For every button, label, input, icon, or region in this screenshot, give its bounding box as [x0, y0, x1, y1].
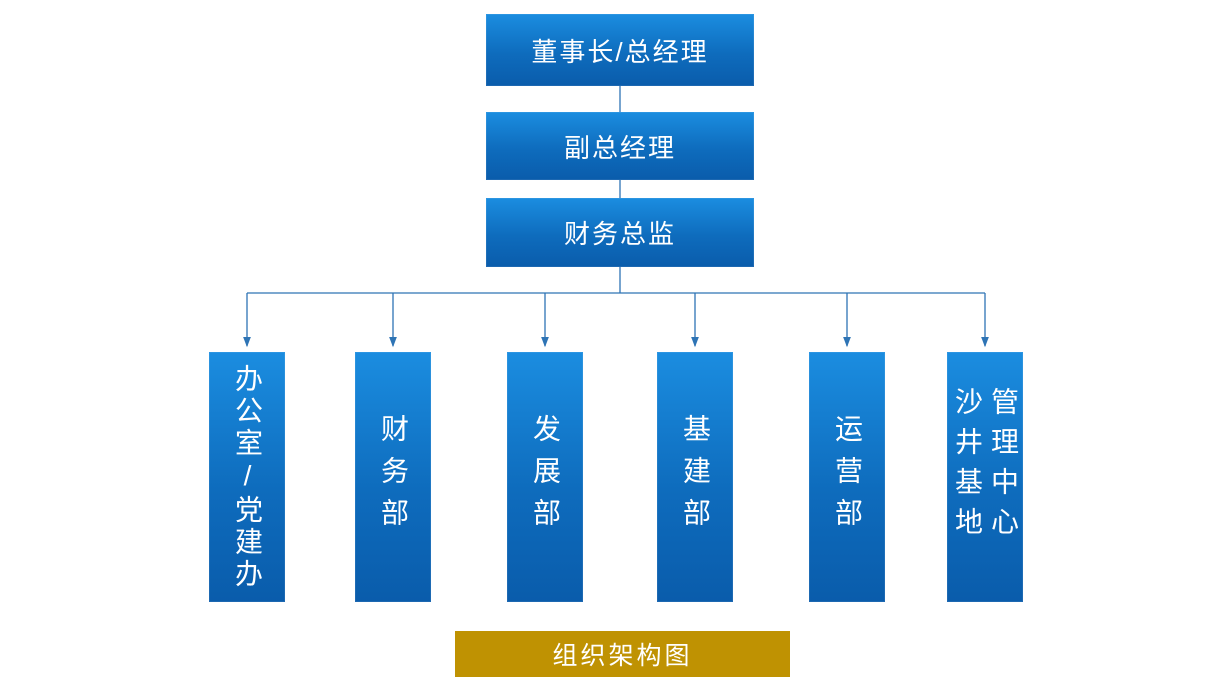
- node-deputy-gm-label: 副总经理: [563, 132, 676, 163]
- dept-finance-label: 财务部: [378, 414, 409, 540]
- node-chairman: 董事长/总经理: [486, 14, 754, 86]
- dept-box-development: 发展部: [507, 352, 583, 602]
- dept-development-label: 发展部: [530, 414, 561, 540]
- node-finance-director-label: 财务总监: [563, 219, 676, 249]
- chart-caption-label: 组织架构图: [552, 642, 693, 670]
- dept-box-infrastructure: 基建部: [657, 352, 733, 602]
- chart-caption: 组织架构图: [455, 631, 790, 677]
- node-finance-director: 财务总监: [486, 198, 754, 267]
- dept-box-office-party: 办公室/党建办: [209, 352, 285, 602]
- node-deputy-gm: 副总经理: [486, 112, 754, 180]
- dept-office-party-label: 办公室/党建办: [232, 363, 263, 591]
- dept-box-finance: 财务部: [355, 352, 431, 602]
- node-chairman-label: 董事长/总经理: [531, 36, 709, 67]
- dept-infrastructure-label: 基建部: [680, 414, 711, 540]
- dept-box-shajing-base: 沙井基地管理中心: [947, 352, 1023, 602]
- dept-operations-label: 运营部: [832, 414, 863, 540]
- dept-box-operations: 运营部: [809, 352, 885, 602]
- dept-shajing-base-label: 沙井基地管理中心: [952, 387, 1019, 547]
